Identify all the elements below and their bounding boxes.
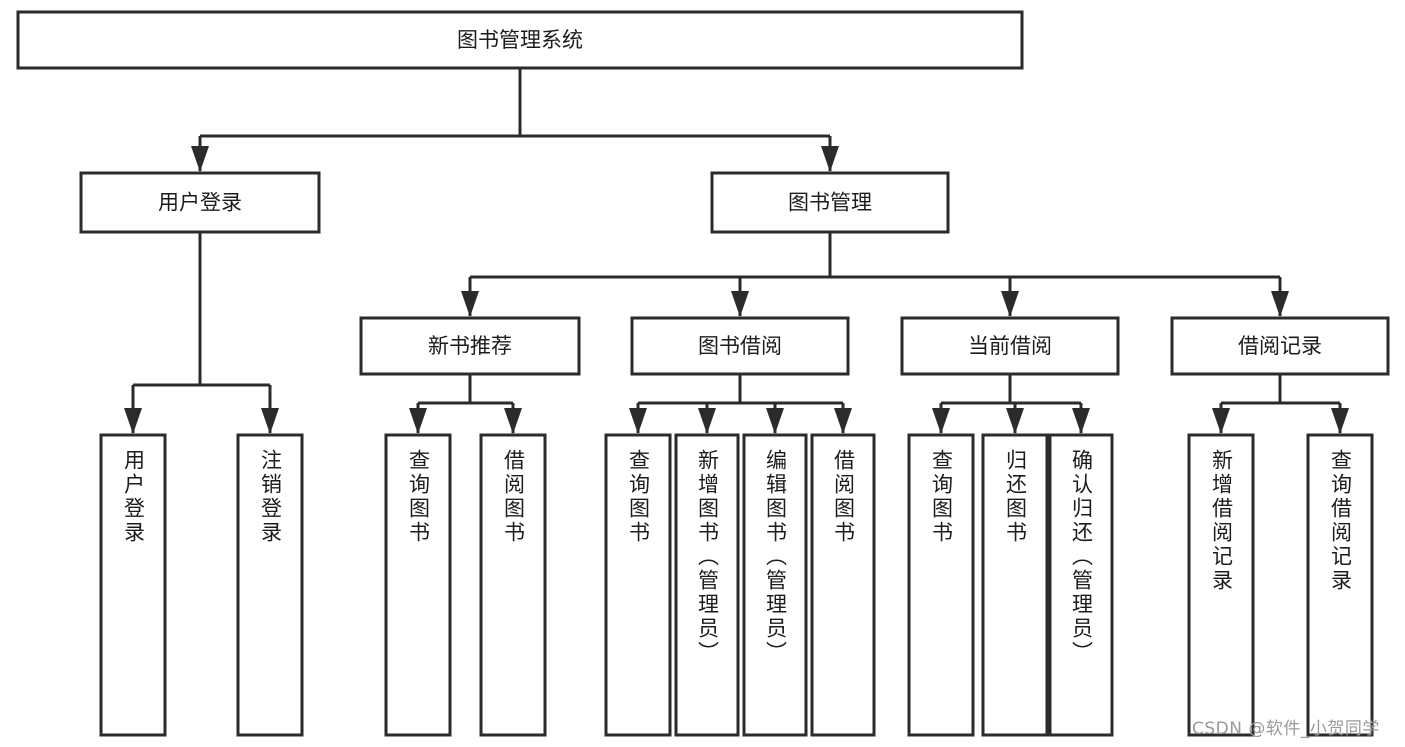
arrow-login-1 [261, 408, 279, 434]
arrow-newbook-0 [409, 408, 427, 434]
node-box-leaf-7[interactable] [810, 433, 876, 737]
arrow-level3-1 [731, 291, 749, 317]
arrow-borrow-0 [629, 408, 647, 434]
node-box-level2-1[interactable] [710, 171, 950, 234]
node-box-leaf-9[interactable] [981, 433, 1049, 737]
connectors-layer [124, 68, 1349, 434]
arrow-level3-0 [461, 291, 479, 317]
node-box-level2-0[interactable] [79, 171, 321, 234]
arrow-current-0 [932, 408, 950, 434]
node-box-leaf-4[interactable] [604, 433, 672, 737]
node-box-leaf-2[interactable] [384, 433, 452, 737]
arrow-records-1 [1331, 408, 1349, 434]
node-box-leaf-11[interactable] [1187, 433, 1255, 737]
node-label-level3-3: 借阅记录 [1238, 334, 1322, 358]
node-box-leaf-5[interactable] [674, 433, 740, 737]
watermark: CSDN @软件_小贺同学 [1192, 719, 1380, 739]
arrow-level3-2 [1001, 291, 1019, 317]
boxes-layer [16, 10, 1390, 737]
arrow-current-2 [1072, 408, 1090, 434]
node-box-leaf-10[interactable] [1048, 433, 1114, 737]
node-box-leaf-6[interactable] [742, 433, 808, 737]
node-label-root: 图书管理系统 [457, 28, 583, 52]
arrow-borrow-1 [698, 408, 716, 434]
node-box-leaf-3[interactable] [479, 433, 547, 737]
node-label-level3-2: 当前借阅 [968, 334, 1052, 358]
node-box-level3-2[interactable] [900, 316, 1120, 376]
arrow-current-1 [1006, 408, 1024, 434]
node-label-level3-1: 图书借阅 [698, 334, 782, 358]
arrow-newbook-1 [504, 408, 522, 434]
node-box-level3-1[interactable] [630, 316, 850, 376]
arrow-borrow-3 [834, 408, 852, 434]
node-label-level2-0: 用户登录 [158, 191, 242, 215]
node-label-level2-1: 图书管理 [788, 191, 872, 215]
arrow-login-0 [124, 408, 142, 434]
node-box-level3-0[interactable] [359, 316, 581, 376]
node-box-leaf-1[interactable] [236, 433, 304, 737]
arrow-level3-3 [1271, 291, 1289, 317]
node-box-leaf-8[interactable] [907, 433, 975, 737]
node-box-leaf-0[interactable] [99, 433, 167, 737]
node-box-leaf-12[interactable] [1306, 433, 1374, 737]
arrow-records-0 [1212, 408, 1230, 434]
arrow-level2-1 [821, 146, 839, 172]
node-label-level3-0: 新书推荐 [428, 334, 512, 358]
arrow-borrow-2 [766, 408, 784, 434]
node-box-level3-3[interactable] [1170, 316, 1390, 376]
arrow-level2-0 [191, 146, 209, 172]
node-box-root[interactable] [16, 10, 1024, 70]
